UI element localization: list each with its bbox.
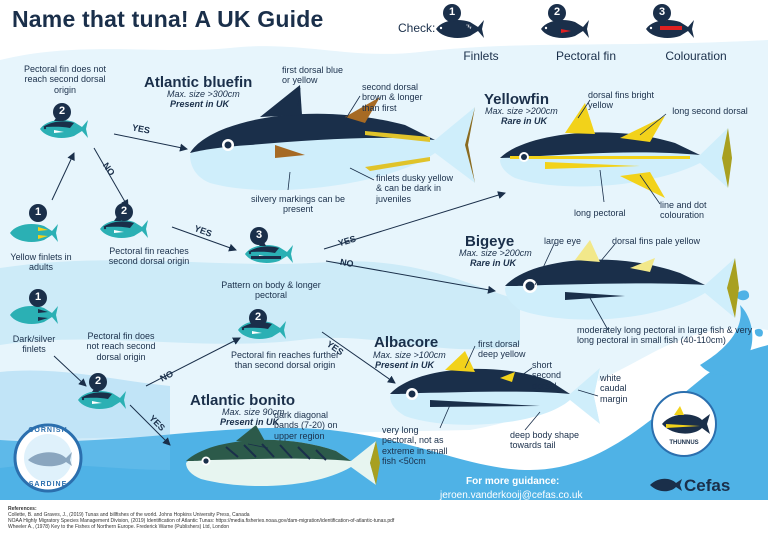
key-badge-number: 1 <box>34 291 42 303</box>
yellowfin-dorsal-note: dorsal fins bright yellow <box>588 90 655 111</box>
references-heading: References: <box>8 506 37 512</box>
bluefin-first-dorsal-note: first dorsal blue or yellow <box>282 65 344 86</box>
key-pectoral-short-bottom: Pectoral fin does not reach second dorsa… <box>86 331 156 362</box>
key-badge-number: 2 <box>254 311 262 323</box>
check-label: Check: <box>398 21 436 35</box>
reference-line: NOAA Highly Migratory Species Management… <box>8 518 395 524</box>
key-pectoral-reaches: Pectoral fin reaches second dorsal origi… <box>108 246 190 267</box>
key-pectoral-further: Pectoral fin reaches further than second… <box>230 350 340 371</box>
page-title: Name that tuna! A UK Guide <box>12 6 324 32</box>
key-badge-number: 3 <box>255 229 263 241</box>
check-number-1: 1 <box>448 6 456 18</box>
thunnus-logo-text: THUNNUS <box>669 440 699 446</box>
cornish-logo-bottom: SARDINE <box>28 481 68 488</box>
check-number-3: 3 <box>658 6 666 18</box>
cornish-logo-top: CORNISH <box>28 427 68 434</box>
yellowfin-size: Max. size >200cm <box>485 106 558 116</box>
bonito-name: Atlantic bonito <box>190 392 295 409</box>
bonito-status: Present in UK <box>220 417 280 427</box>
bigeye-name: Bigeye <box>465 233 515 250</box>
yellowfin-colouration-note: line and dot colouration <box>660 200 707 221</box>
key-badge-number: 1 <box>34 206 42 218</box>
bigeye-size: Max. size >200cm <box>459 248 532 258</box>
guidance-heading: For more guidance: <box>466 476 560 487</box>
key-pattern-body: Pattern on body & longer pectoral <box>221 280 321 301</box>
bonito-bands-note: dark diagonal bands (7-20) on upper regi… <box>274 410 338 441</box>
check-colouration-label: Colouration <box>665 49 727 63</box>
check-number-2: 2 <box>553 6 561 18</box>
key-dark-finlets: Dark/silver finlets <box>12 334 56 355</box>
guidance-email[interactable]: jeroen.vanderkooij@cefas.co.uk <box>440 490 583 501</box>
bluefin-status: Present in UK <box>170 99 230 109</box>
albacore-pectoral-note: very long pectoral, not as extreme in sm… <box>382 425 448 467</box>
albacore-caudal-note: white caudal margin <box>600 373 628 404</box>
check-finlets-label: Finlets <box>463 49 499 63</box>
bigeye-pectoral-note: moderately long pectoral in large fish &… <box>577 325 753 346</box>
albacore-body-note: deep body shape towards tail <box>510 430 580 451</box>
bonito-size: Max. size 90cm <box>222 407 285 417</box>
bluefin-second-dorsal-note: second dorsal brown & longer than first <box>362 82 423 113</box>
yellowfin-name: Yellowfin <box>484 91 550 108</box>
key-yellow-finlets: Yellow finlets in adults <box>10 252 72 273</box>
bigeye-status: Rare in UK <box>470 258 517 268</box>
bluefin-finlets-note: finlets dusky yellow & can be dark in ju… <box>376 173 454 204</box>
cefas-logo: Cefas <box>684 476 731 495</box>
no-label: NO <box>339 256 355 270</box>
albacore-first-dorsal-note: first dorsal deep yellow <box>478 339 526 360</box>
albacore-name: Albacore <box>374 334 439 351</box>
yellowfin-pectoral-note: long pectoral <box>574 208 626 218</box>
key-badge-number: 2 <box>94 375 102 387</box>
key-badge-number: 2 <box>120 205 128 217</box>
bigeye-eye-note: large eye <box>544 236 582 246</box>
key-pectoral-short-top: Pectoral fin does not reach second dorsa… <box>23 64 107 95</box>
key-badge-number: 2 <box>58 105 66 117</box>
bluefin-name: Atlantic bluefin <box>144 74 253 91</box>
bigeye-dorsal-note: dorsal fins pale yellow <box>612 236 701 246</box>
albacore-size: Max. size >100cm <box>373 350 446 360</box>
yellowfin-second-dorsal-note: long second dorsal <box>672 106 748 116</box>
albacore-status: Present in UK <box>375 360 435 370</box>
albacore-second-dorsal-note: short second dorsal <box>532 360 562 391</box>
check-pectoral-label: Pectoral fin <box>555 49 617 63</box>
bluefin-size: Max. size >300cm <box>167 89 240 99</box>
yellowfin-status: Rare in UK <box>501 116 548 126</box>
bluefin-silvery-note: silvery markings can be present <box>250 194 346 215</box>
reference-line: Collette, B. and Graves, J., (2019) Tuna… <box>8 512 250 518</box>
reference-line: Wheeler A., (1978) Key to the Fishes of … <box>8 524 230 530</box>
